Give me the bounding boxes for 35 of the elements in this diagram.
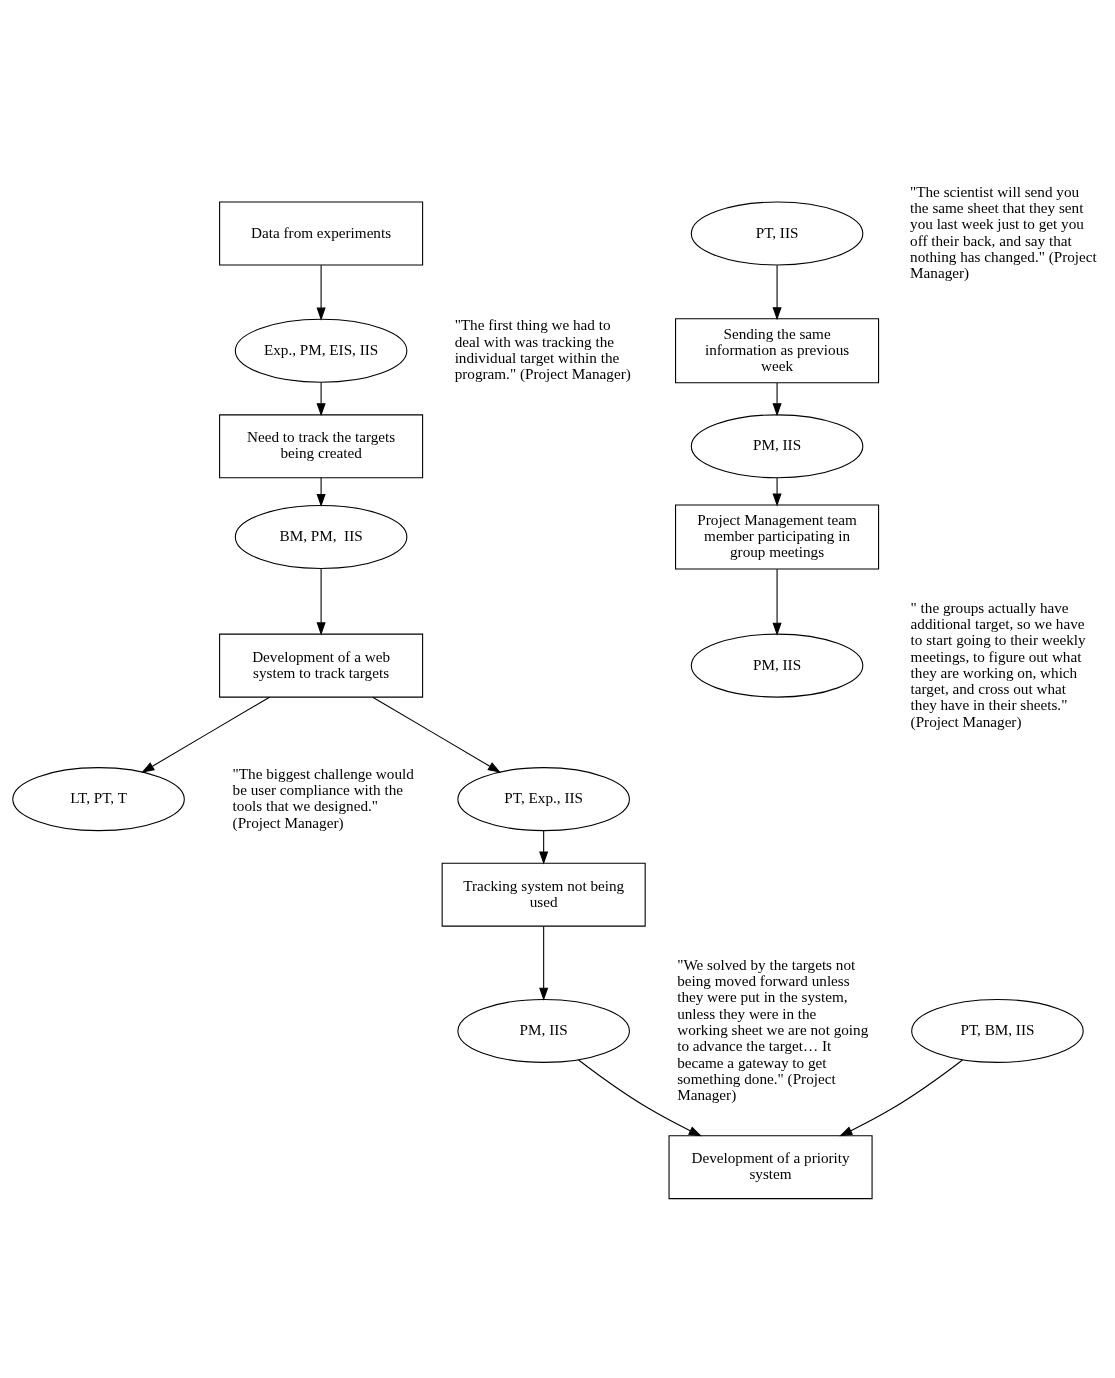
node-ellipse: PT, BM, IIS (911, 998, 1084, 1063)
node-box: Need to track the targets being created (219, 413, 424, 478)
arrow (772, 264, 782, 320)
node-ellipse: LT, PT, T (12, 766, 185, 831)
arrow (839, 1058, 964, 1136)
arrow (141, 696, 271, 773)
node-box: Development of a web system to track targets (219, 633, 424, 698)
arrow (772, 568, 782, 636)
node-ellipse: PT, Exp., IIS (457, 766, 630, 831)
arrow (372, 696, 501, 773)
arrow (316, 264, 326, 321)
arrow (772, 476, 782, 506)
node-box: Data from experiments (219, 201, 424, 266)
node-ellipse: Exp., PM, EIS, IIS (234, 318, 408, 383)
arrow (772, 381, 782, 416)
label: "The biggest challenge would be user compliance with the tools that we designed." (Project Manager) (232, 764, 414, 831)
arrow (539, 925, 549, 1001)
arrow (578, 1058, 702, 1136)
arrow (316, 567, 326, 635)
arrow (539, 829, 549, 865)
label: " the groups actually have additional target, so we have to start going to their weekly meetings, to figure out what they are working on, which target, and cross out what they have in their sheets." (Project Manager) (910, 598, 1086, 730)
node-ellipse: PM, IIS (457, 998, 630, 1063)
label: "We solved by the targets not being moved forward unless they were put in the system, unless they were in the working sheet we are not going to advance the target… It became a gateway to get something done." (Project Manager) (677, 955, 869, 1103)
node-ellipse: PT, IIS (690, 201, 864, 266)
node-ellipse: PM, IIS (690, 633, 864, 698)
label: "The scientist will send you the same sheet that they sent you last week just to get you off their back, and say that nothing has changed." (Project Manager) (910, 182, 1097, 281)
node-box: Sending the same information as previous week (675, 317, 880, 383)
node-box: Development of a priority system (668, 1134, 873, 1199)
node-ellipse: PM, IIS (690, 413, 864, 478)
arrow (316, 381, 326, 416)
arrow (316, 476, 326, 507)
node-ellipse: BM, PM, IIS (234, 504, 408, 569)
node-box: Tracking system not being used (441, 862, 646, 927)
label: "The first thing we had to deal with was tracking the individual target within the program." (Project Manager) (454, 315, 631, 382)
node-box: Project Management team member participating in group meetings (675, 503, 880, 570)
